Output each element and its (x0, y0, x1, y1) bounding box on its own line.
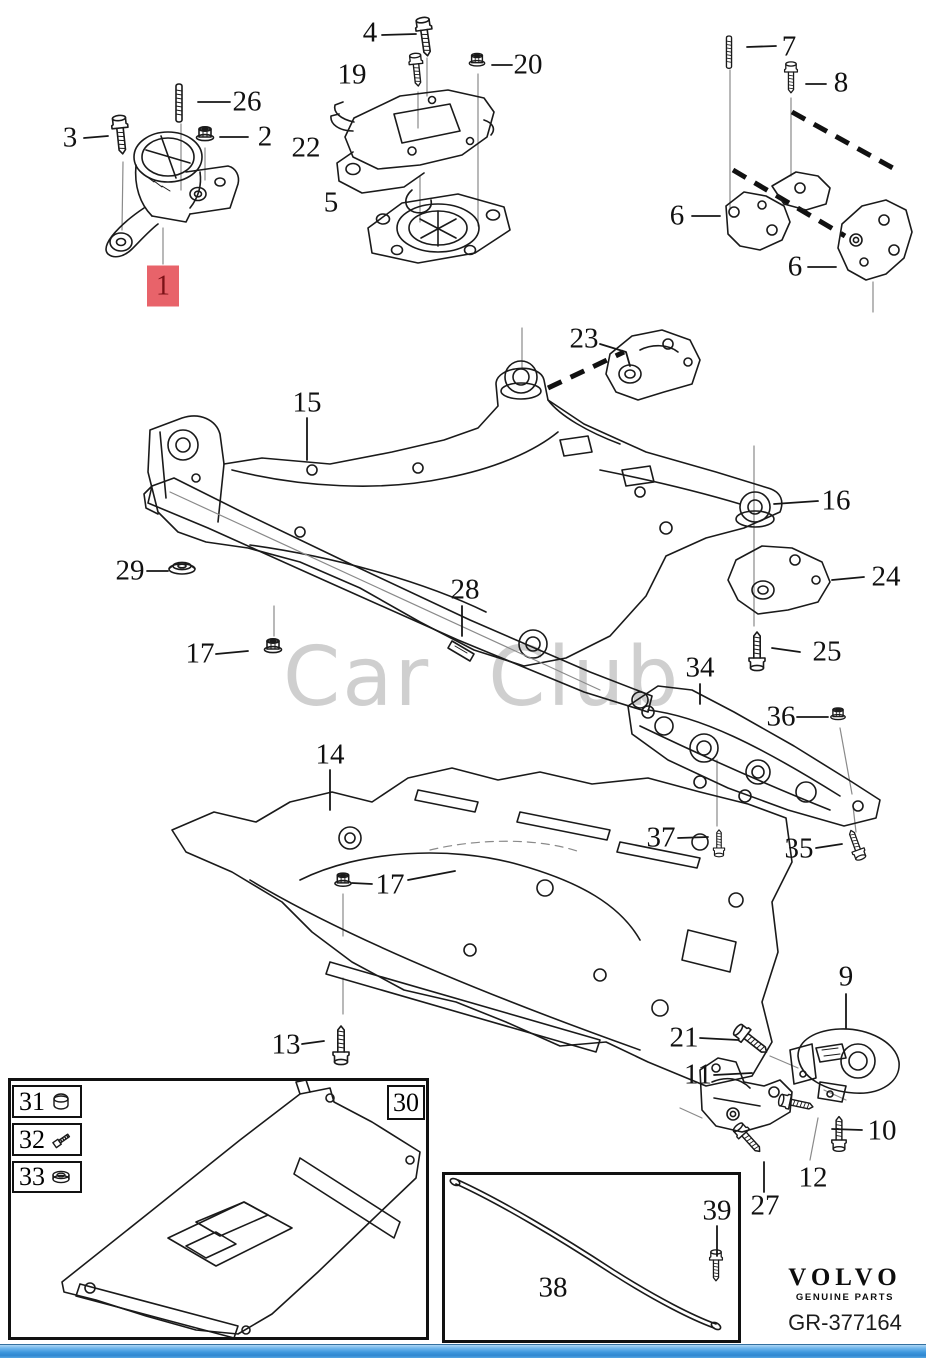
rear-mount-part-9 (789, 1028, 900, 1103)
brand-block: VOLVO GENUINE PARTS GR-377164 (770, 1264, 920, 1336)
corner-label-text: 30 (393, 1087, 419, 1117)
volvo-logo: VOLVO (788, 1264, 902, 1291)
washer-29 (168, 561, 196, 575)
bolt-4 (413, 15, 437, 58)
legend-label: 32 (19, 1124, 45, 1154)
legend-item-33: 33 (12, 1161, 82, 1193)
bolt-25 (748, 631, 766, 672)
dashed-relation-lines (546, 109, 902, 391)
bottom-blue-bar (0, 1344, 926, 1358)
transmission-mount-part-5 (367, 193, 511, 264)
bolt-10 (831, 1115, 847, 1153)
torque-rod-brackets-part-6 (725, 171, 913, 281)
alignment-pin-part-28 (447, 640, 475, 662)
nut-17a (263, 637, 283, 654)
leader-lines (83, 33, 865, 1257)
diagram-code: GR-377164 (788, 1310, 902, 1335)
nut-2 (195, 126, 215, 142)
assembly-lines (121, 57, 874, 1161)
grommet-icon (52, 1170, 70, 1184)
bolt-37 (712, 829, 726, 858)
brand-tagline: GENUINE PARTS (795, 1292, 895, 1303)
bolt-icon (52, 1132, 71, 1148)
engine-mount-part-1 (105, 131, 240, 258)
bolt-3 (109, 113, 132, 156)
bracket-part-23 (605, 329, 701, 401)
stud-7 (725, 35, 733, 69)
inset-box-left (8, 1078, 429, 1340)
bracket-plate-part-34 (627, 685, 881, 827)
legend-item-31: 31 (12, 1085, 82, 1118)
bolt-19 (407, 51, 426, 88)
bracket-part-24 (727, 545, 831, 615)
nut-20 (468, 52, 486, 67)
skid-plate-part-14 (171, 767, 793, 1087)
nut-17b (334, 872, 352, 888)
bolt-8 (783, 61, 799, 94)
watermark: Car Club (283, 630, 681, 725)
crossmember-bar (143, 477, 653, 713)
bolt-13 (332, 1025, 350, 1066)
bolt-35 (844, 827, 869, 863)
legend-item-32: 32 (12, 1123, 82, 1156)
inset-box-middle (442, 1172, 741, 1343)
stud-26 (175, 83, 183, 123)
stay-rod-part-38 (449, 1177, 722, 1331)
subframe-part-15 (147, 360, 783, 667)
legend-label: 33 (19, 1162, 45, 1191)
gearbox-bracket-part-19-22 (330, 89, 495, 214)
bracket-part-11 (699, 1057, 793, 1133)
legend-label: 31 (19, 1086, 45, 1116)
inset-corner-label-30: 30 (387, 1085, 425, 1120)
cap-icon (53, 1092, 69, 1110)
bolt-12 (776, 1091, 816, 1115)
nut-36 (830, 707, 846, 721)
